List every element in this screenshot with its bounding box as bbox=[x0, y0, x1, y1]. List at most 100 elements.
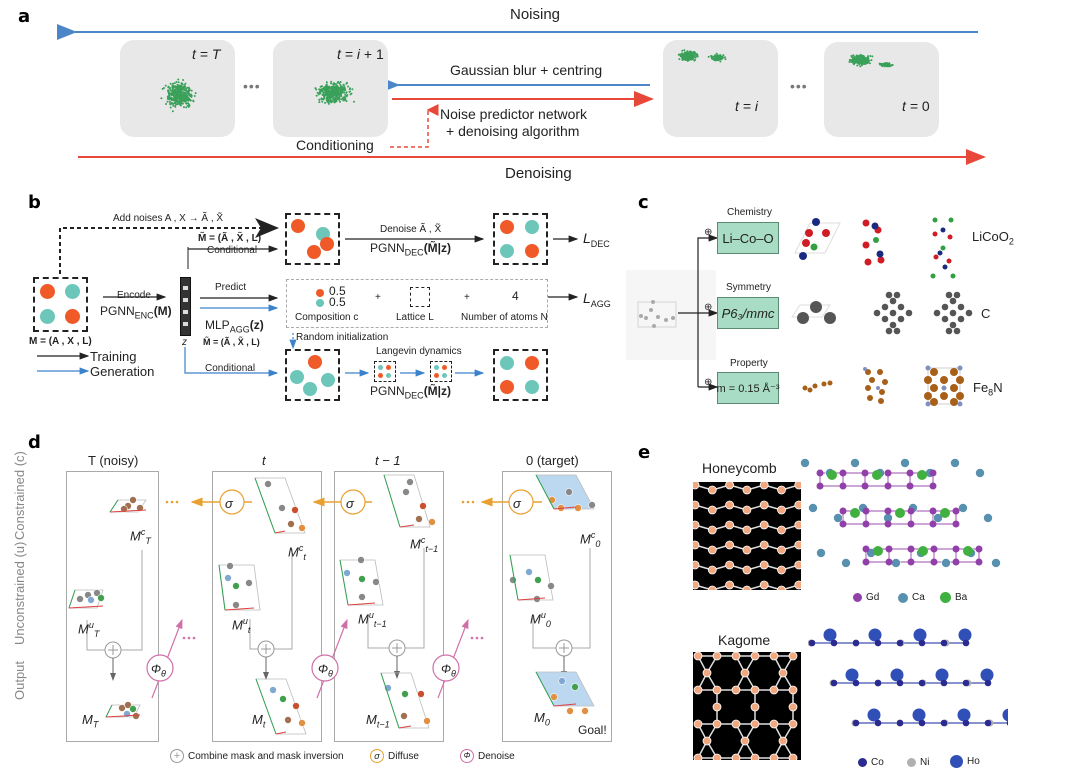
cloud-point bbox=[182, 86, 185, 89]
cloud-point bbox=[183, 89, 186, 92]
cloud-point bbox=[338, 98, 341, 101]
carbon-atom bbox=[953, 327, 961, 335]
cloud-point bbox=[181, 102, 184, 105]
lattice-node bbox=[769, 685, 779, 695]
cloud-point bbox=[187, 99, 190, 102]
denoise-symbol-3: Φθ bbox=[441, 662, 456, 679]
cloud-point bbox=[339, 87, 342, 90]
cloud-point bbox=[182, 91, 185, 94]
legend-ba: Ba bbox=[940, 592, 967, 603]
co-atom bbox=[940, 719, 948, 727]
chemistry-label: Chemistry bbox=[727, 207, 773, 218]
cloud-point bbox=[177, 78, 180, 81]
cloud-point bbox=[171, 110, 174, 113]
ellipsis-dot bbox=[480, 636, 484, 640]
cloud-point bbox=[683, 49, 686, 52]
point-cloud-i-plus-1 bbox=[314, 80, 356, 105]
unit-cell bbox=[218, 564, 261, 611]
cloud-point bbox=[171, 82, 174, 85]
co-atom bbox=[830, 679, 838, 687]
symmetry-condition-box: P6₃/mmc bbox=[717, 297, 779, 329]
atom bbox=[298, 524, 306, 532]
cloud-point bbox=[183, 100, 186, 103]
lattice-node bbox=[693, 540, 700, 550]
cloud-point bbox=[168, 87, 171, 90]
atom bbox=[129, 705, 137, 713]
legend-training: Training bbox=[90, 349, 137, 364]
lattice-node bbox=[788, 719, 798, 729]
lattice-node bbox=[693, 753, 703, 760]
ba-atom bbox=[963, 546, 973, 556]
cloud-point bbox=[714, 56, 717, 59]
composition-label: Composition c bbox=[295, 312, 359, 323]
cloud-point bbox=[848, 61, 851, 64]
cloud-point bbox=[685, 56, 688, 59]
lattice-node bbox=[707, 505, 717, 515]
ho-atom bbox=[912, 708, 926, 722]
langevin-label: Langevin dynamics bbox=[376, 346, 462, 357]
fe-atom bbox=[924, 392, 932, 400]
lattice-node bbox=[778, 668, 788, 678]
fe-atom bbox=[956, 376, 964, 384]
cloud-point bbox=[712, 57, 715, 60]
atom bbox=[565, 488, 573, 496]
lattice-node bbox=[777, 565, 786, 575]
diffuse-icon: σ bbox=[370, 749, 384, 763]
carbon-atom bbox=[945, 327, 953, 335]
atom bbox=[132, 712, 140, 720]
atom bbox=[87, 596, 95, 604]
cloud-point bbox=[176, 89, 179, 92]
conditioning-arrow bbox=[390, 104, 439, 148]
lattice-node bbox=[742, 485, 752, 495]
legend-generation: Generation bbox=[90, 364, 155, 379]
cloud-point bbox=[692, 51, 695, 54]
atom bbox=[358, 593, 366, 601]
carbon-atom bbox=[965, 309, 973, 317]
cloud-point bbox=[194, 92, 197, 95]
atom bbox=[93, 589, 101, 597]
cloud-point bbox=[348, 88, 351, 91]
cloud-point bbox=[334, 97, 337, 100]
cloud-point bbox=[332, 97, 335, 100]
lattice-node bbox=[731, 685, 741, 695]
cloud-point bbox=[852, 54, 855, 57]
ba-atom bbox=[873, 546, 883, 556]
cloud-point bbox=[856, 64, 859, 67]
carbon-atom bbox=[881, 315, 889, 323]
gd-atom bbox=[816, 469, 824, 477]
cloud-point bbox=[341, 88, 344, 91]
co-atom bbox=[984, 679, 992, 687]
carbon-atom bbox=[889, 297, 897, 305]
cloud-point bbox=[167, 86, 170, 89]
ca-atom bbox=[891, 558, 901, 568]
lattice-node bbox=[750, 719, 760, 729]
atom bbox=[287, 520, 295, 528]
cloud-point bbox=[883, 63, 886, 66]
atom bbox=[129, 496, 137, 504]
ellipsis-dot bbox=[170, 500, 174, 504]
cloud-point bbox=[871, 55, 874, 58]
legend-ho: Ho bbox=[950, 755, 980, 768]
lattice-node bbox=[759, 540, 769, 550]
property-label: Property bbox=[730, 358, 768, 369]
kagome-lattice bbox=[693, 652, 801, 760]
atom bbox=[118, 704, 126, 712]
denoise-symbol-2: Φθ bbox=[318, 662, 333, 679]
lattice-node bbox=[777, 525, 786, 535]
gd-atom bbox=[952, 545, 960, 553]
cloud-point bbox=[342, 99, 345, 102]
atom bbox=[226, 562, 234, 570]
cloud-point bbox=[319, 88, 322, 91]
honeycomb-lattice bbox=[693, 482, 801, 590]
fe8n-lattice bbox=[924, 365, 964, 407]
fe-atom bbox=[924, 376, 932, 384]
cloud-point bbox=[869, 55, 872, 58]
atom bbox=[566, 707, 574, 715]
cloud-point bbox=[881, 63, 884, 66]
cloud-point bbox=[167, 90, 170, 93]
gd-atom bbox=[816, 482, 824, 490]
cloud-point bbox=[184, 95, 187, 98]
gd-atom bbox=[929, 507, 937, 515]
atom bbox=[406, 478, 414, 486]
lattice-node bbox=[788, 753, 798, 760]
